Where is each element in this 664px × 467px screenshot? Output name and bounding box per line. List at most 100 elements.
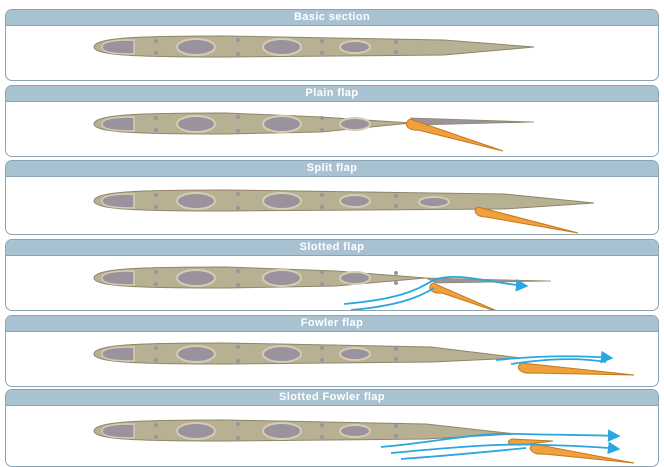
rivet xyxy=(236,129,240,133)
panel-title: Fowler flap xyxy=(6,316,658,332)
leading-edge-cell xyxy=(102,424,134,438)
airfoil-slotted-fowler-flap xyxy=(6,406,659,467)
rivet xyxy=(394,50,398,54)
rivet xyxy=(394,424,398,428)
rivet xyxy=(154,51,158,55)
lightening-hole xyxy=(263,423,301,439)
panel-plain-flap: Plain flap xyxy=(5,85,659,157)
fowler-flap xyxy=(518,363,634,375)
rivet xyxy=(154,270,158,274)
rivet xyxy=(236,192,240,196)
rivet xyxy=(154,205,158,209)
rivet xyxy=(154,128,158,132)
split-flap xyxy=(475,207,578,233)
rivet xyxy=(394,271,398,275)
airfoil xyxy=(94,267,551,311)
lightening-hole xyxy=(340,348,370,360)
lightening-hole xyxy=(340,272,370,284)
lightening-hole xyxy=(177,346,215,362)
airfoil-split-flap xyxy=(6,177,659,235)
lightening-hole xyxy=(340,195,370,207)
rivet xyxy=(320,39,324,43)
leading-edge-cell xyxy=(102,194,134,208)
lightening-hole xyxy=(263,270,301,286)
leading-edge-cell xyxy=(102,40,134,54)
rivet xyxy=(154,39,158,43)
airfoil xyxy=(94,190,594,233)
rivet xyxy=(394,194,398,198)
rivet xyxy=(394,40,398,44)
rivet xyxy=(236,38,240,42)
airfoil-slotted-flap xyxy=(6,256,659,311)
rivet xyxy=(320,282,324,286)
rivet xyxy=(394,434,398,438)
panel-title: Slotted flap xyxy=(6,240,658,256)
rivet xyxy=(236,269,240,273)
rivet xyxy=(320,423,324,427)
rivet xyxy=(236,345,240,349)
rivet xyxy=(394,281,398,285)
lightening-hole xyxy=(177,423,215,439)
rivet xyxy=(154,116,158,120)
lightening-hole xyxy=(263,116,301,132)
slotted-flap xyxy=(430,283,504,311)
rivet xyxy=(320,346,324,350)
rivet xyxy=(320,205,324,209)
rivet xyxy=(236,359,240,363)
rivet xyxy=(320,358,324,362)
lightening-hole xyxy=(419,197,449,207)
lightening-hole xyxy=(263,193,301,209)
rivet xyxy=(320,128,324,132)
leading-edge-cell xyxy=(102,117,134,131)
airfoil xyxy=(94,36,534,57)
panel-split-flap: Split flap xyxy=(5,160,659,235)
lightening-hole xyxy=(340,425,370,437)
panel-slotted-flap: Slotted flap xyxy=(5,239,659,311)
rivet xyxy=(320,51,324,55)
rivet xyxy=(154,423,158,427)
wing-section xyxy=(94,36,534,57)
rivet xyxy=(320,435,324,439)
rivet xyxy=(236,206,240,210)
panel-title: Plain flap xyxy=(6,86,658,102)
wing-section xyxy=(94,267,426,288)
leading-edge-cell xyxy=(102,347,134,361)
rivet xyxy=(236,422,240,426)
rivet xyxy=(236,52,240,56)
lightening-hole xyxy=(177,39,215,55)
panel-title: Basic section xyxy=(6,10,658,26)
wing-section xyxy=(94,343,521,364)
airfoil-basic-section xyxy=(6,26,659,81)
rivet xyxy=(154,193,158,197)
panel-fowler-flap: Fowler flap xyxy=(5,315,659,387)
lightening-hole xyxy=(263,346,301,362)
rivet xyxy=(154,346,158,350)
airflow-line xyxy=(351,288,434,310)
airfoil-plain-flap xyxy=(6,102,659,157)
airfoil xyxy=(94,113,534,151)
lightening-hole xyxy=(177,193,215,209)
rivet xyxy=(236,283,240,287)
trailing-edge-ghost xyxy=(411,118,534,125)
rivet xyxy=(320,116,324,120)
lightening-hole xyxy=(263,39,301,55)
panel-title: Split flap xyxy=(6,161,658,177)
rivet xyxy=(394,357,398,361)
rivet xyxy=(394,347,398,351)
rivet xyxy=(236,115,240,119)
lightening-hole xyxy=(340,118,370,130)
leading-edge-cell xyxy=(102,271,134,285)
panel-slotted-fowler-flap: Slotted Fowler flap xyxy=(5,389,659,467)
airfoil xyxy=(94,343,634,375)
rivet xyxy=(320,270,324,274)
airflow-line xyxy=(391,444,618,453)
rivet xyxy=(154,435,158,439)
panel-title: Slotted Fowler flap xyxy=(6,390,658,406)
lightening-hole xyxy=(177,116,215,132)
rivet xyxy=(154,358,158,362)
rivet xyxy=(236,436,240,440)
panel-basic-section: Basic section xyxy=(5,9,659,81)
rivet xyxy=(394,204,398,208)
rivet xyxy=(320,193,324,197)
